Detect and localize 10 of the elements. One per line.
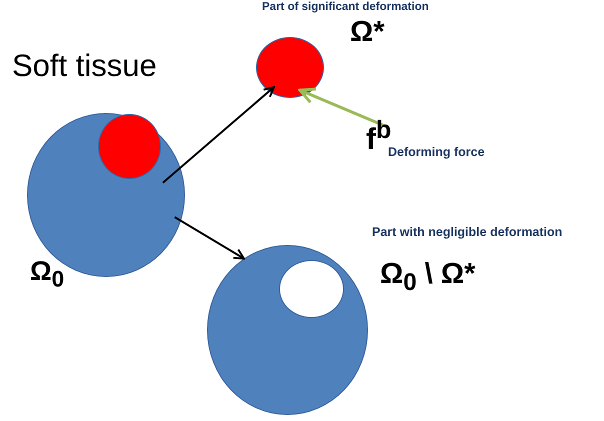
arrow xyxy=(162,86,275,184)
symbol-label: Ω* xyxy=(350,16,385,49)
symbol-label: Ω$_{0}$ \ Ω* xyxy=(380,258,476,297)
arrow xyxy=(298,88,386,128)
arrow xyxy=(174,216,245,260)
heading-text: Soft tissue xyxy=(12,48,157,84)
caption-text: Part with negligible deformation xyxy=(372,225,562,239)
caption-text: Deforming force xyxy=(388,145,485,159)
symbol-label: Ω$_{0}$ xyxy=(30,256,64,292)
caption-text: Part of significant deformation xyxy=(262,1,429,13)
